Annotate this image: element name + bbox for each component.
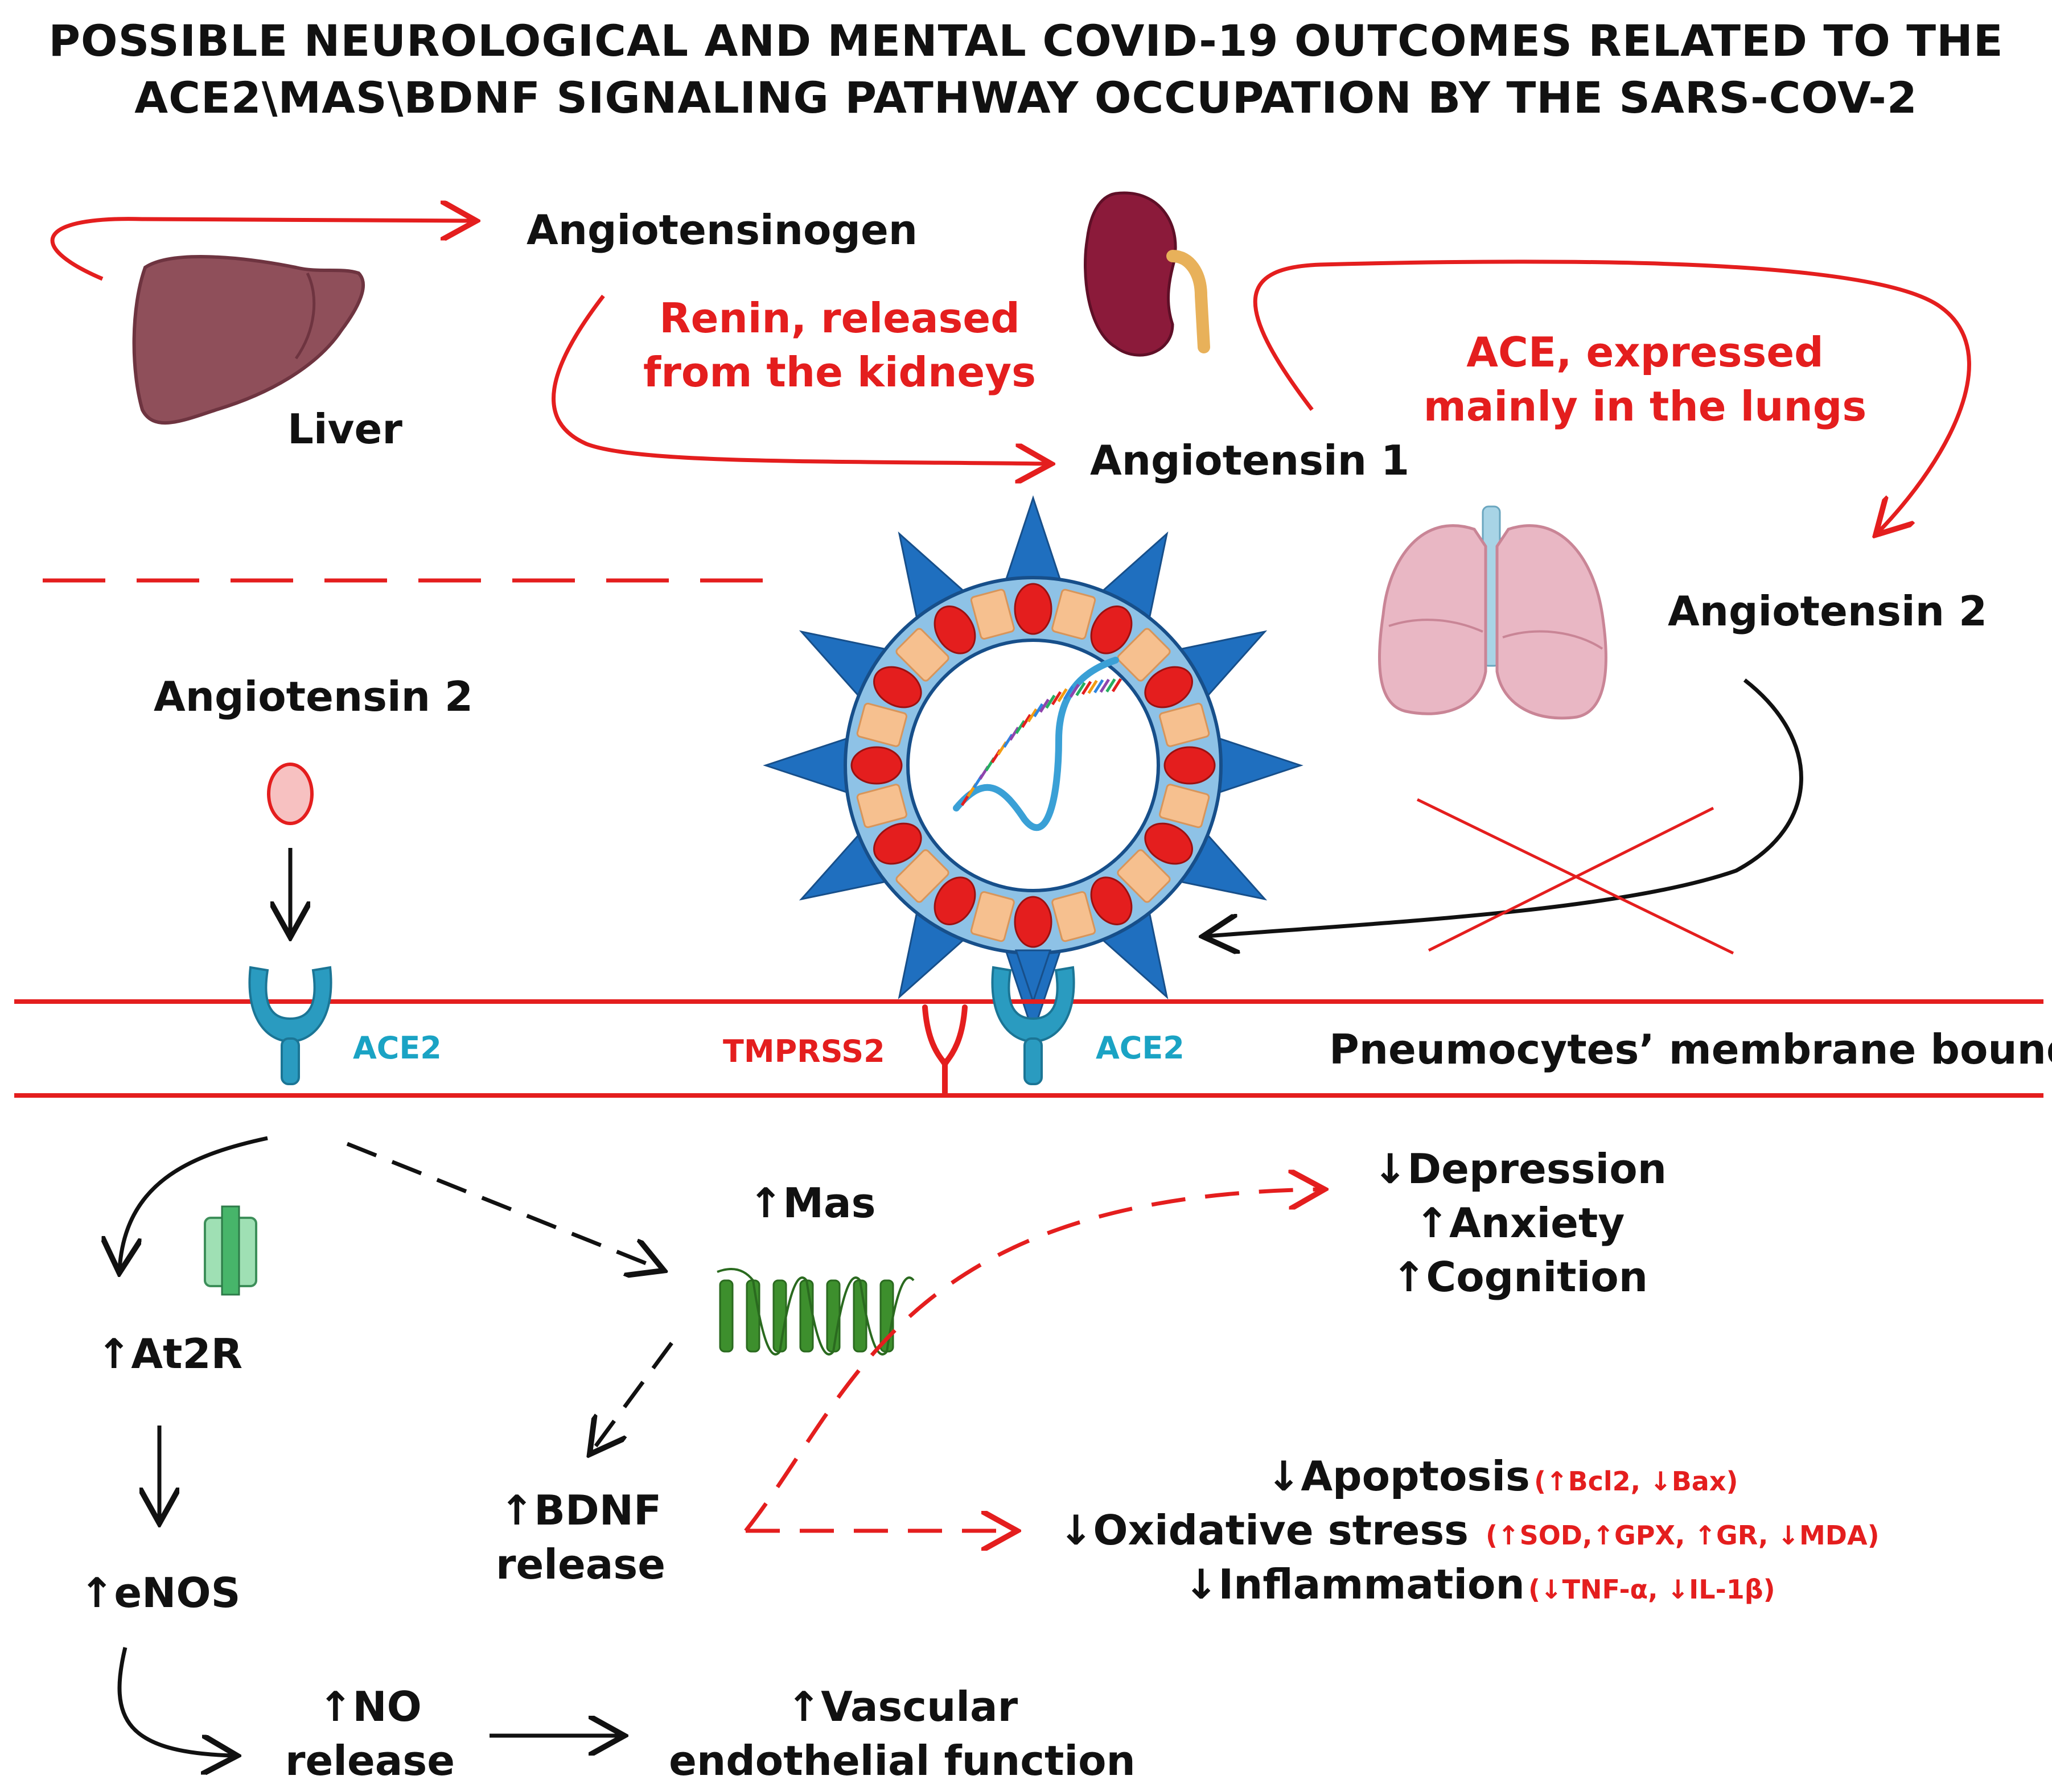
arrow-ace2-to-mas — [346, 1142, 660, 1269]
depression-outcome: ↓Depression — [1373, 1145, 1667, 1193]
apoptosis-detail: (↑Bcl2, ↓Bax) — [1534, 1466, 1738, 1497]
ace2-receptor-right-icon — [991, 966, 1075, 1085]
at2r-receptor-icon — [204, 1205, 257, 1296]
arrow-mas-to-bdnf — [592, 1341, 673, 1451]
arrow-ace2-to-at2r — [120, 1136, 268, 1269]
renin-label-line2: from the kidneys — [643, 348, 1036, 396]
diagram-title-line1: POSSIBLE NEUROLOGICAL AND MENTAL COVID-1… — [48, 15, 2004, 66]
arrow-bdnf-to-mental-outcomes — [744, 1189, 1321, 1533]
no-release-label-line1: ↑NO — [318, 1683, 422, 1731]
tmprss2-receptor-icon — [922, 1004, 968, 1095]
vascular-label-line2: endothelial function — [669, 1737, 1136, 1785]
sars-cov-2-virus-icon — [763, 495, 1303, 1036]
arrow-liver-to-angiotensinogen — [50, 219, 472, 281]
liver-label: Liver — [287, 405, 402, 453]
pneumocytes-membrane-label: Pneumocytes’ membrane bound — [1329, 1025, 2052, 1073]
kidney-icon — [1084, 191, 1210, 357]
blocked-cross-line-b — [1428, 806, 1714, 952]
vascular-label-line1: ↑Vascular — [786, 1683, 1018, 1731]
ace-label-line2: mainly in the lungs — [1423, 382, 1867, 430]
angiotensin1-label: Angiotensin 1 — [1090, 436, 1410, 484]
at2r-label: ↑At2R — [97, 1330, 243, 1378]
angiotensin2-left-label: Angiotensin 2 — [154, 673, 474, 720]
apoptosis-outcome: ↓Apoptosis — [1266, 1452, 1530, 1500]
renin-label-line1: Renin, released — [659, 294, 1020, 342]
oxidative-stress-outcome: ↓Oxidative stress — [1059, 1506, 1469, 1554]
tmprss2-label: TMPRSS2 — [723, 1033, 885, 1069]
ace2-receptor-left-icon — [248, 966, 332, 1085]
anxiety-outcome: ↑Anxiety — [1414, 1199, 1625, 1247]
bdnf-label-line2: release — [495, 1540, 666, 1588]
ace2-left-label: ACE2 — [353, 1030, 442, 1066]
diagram-title-line2: ACE2\MAS\BDNF SIGNALING PATHWAY OCCUPATI… — [134, 72, 1918, 123]
angiotensin2-right-label: Angiotensin 2 — [1668, 587, 1988, 635]
inflammation-detail: (↓TNF-α, ↓IL-1β) — [1528, 1574, 1775, 1605]
bdnf-label-line1: ↑BDNF — [499, 1486, 662, 1534]
angiotensinogen-label: Angiotensinogen — [527, 206, 918, 254]
lungs-icon — [1378, 505, 1607, 720]
ace2-right-label: ACE2 — [1096, 1030, 1185, 1066]
arrow-ace — [1253, 259, 1971, 532]
cognition-outcome: ↑Cognition — [1392, 1253, 1648, 1301]
inflammation-outcome: ↓Inflammation — [1184, 1560, 1525, 1608]
liver-icon — [132, 255, 365, 425]
arrow-renin — [552, 294, 1047, 464]
arrow-angiotensin2-to-ace2 — [1207, 678, 1803, 936]
mas-label: ↑Mas — [749, 1179, 876, 1227]
angiotensin2-ligand-icon — [267, 763, 314, 825]
oxidative-stress-detail: (↑SOD,↑GPX, ↑GR, ↓MDA) — [1486, 1520, 1880, 1551]
no-release-label-line2: release — [285, 1737, 455, 1785]
arrow-enos-to-no — [117, 1647, 233, 1756]
enos-label: ↑eNOS — [80, 1569, 241, 1617]
ace-label-line1: ACE, expressed — [1466, 328, 1824, 376]
